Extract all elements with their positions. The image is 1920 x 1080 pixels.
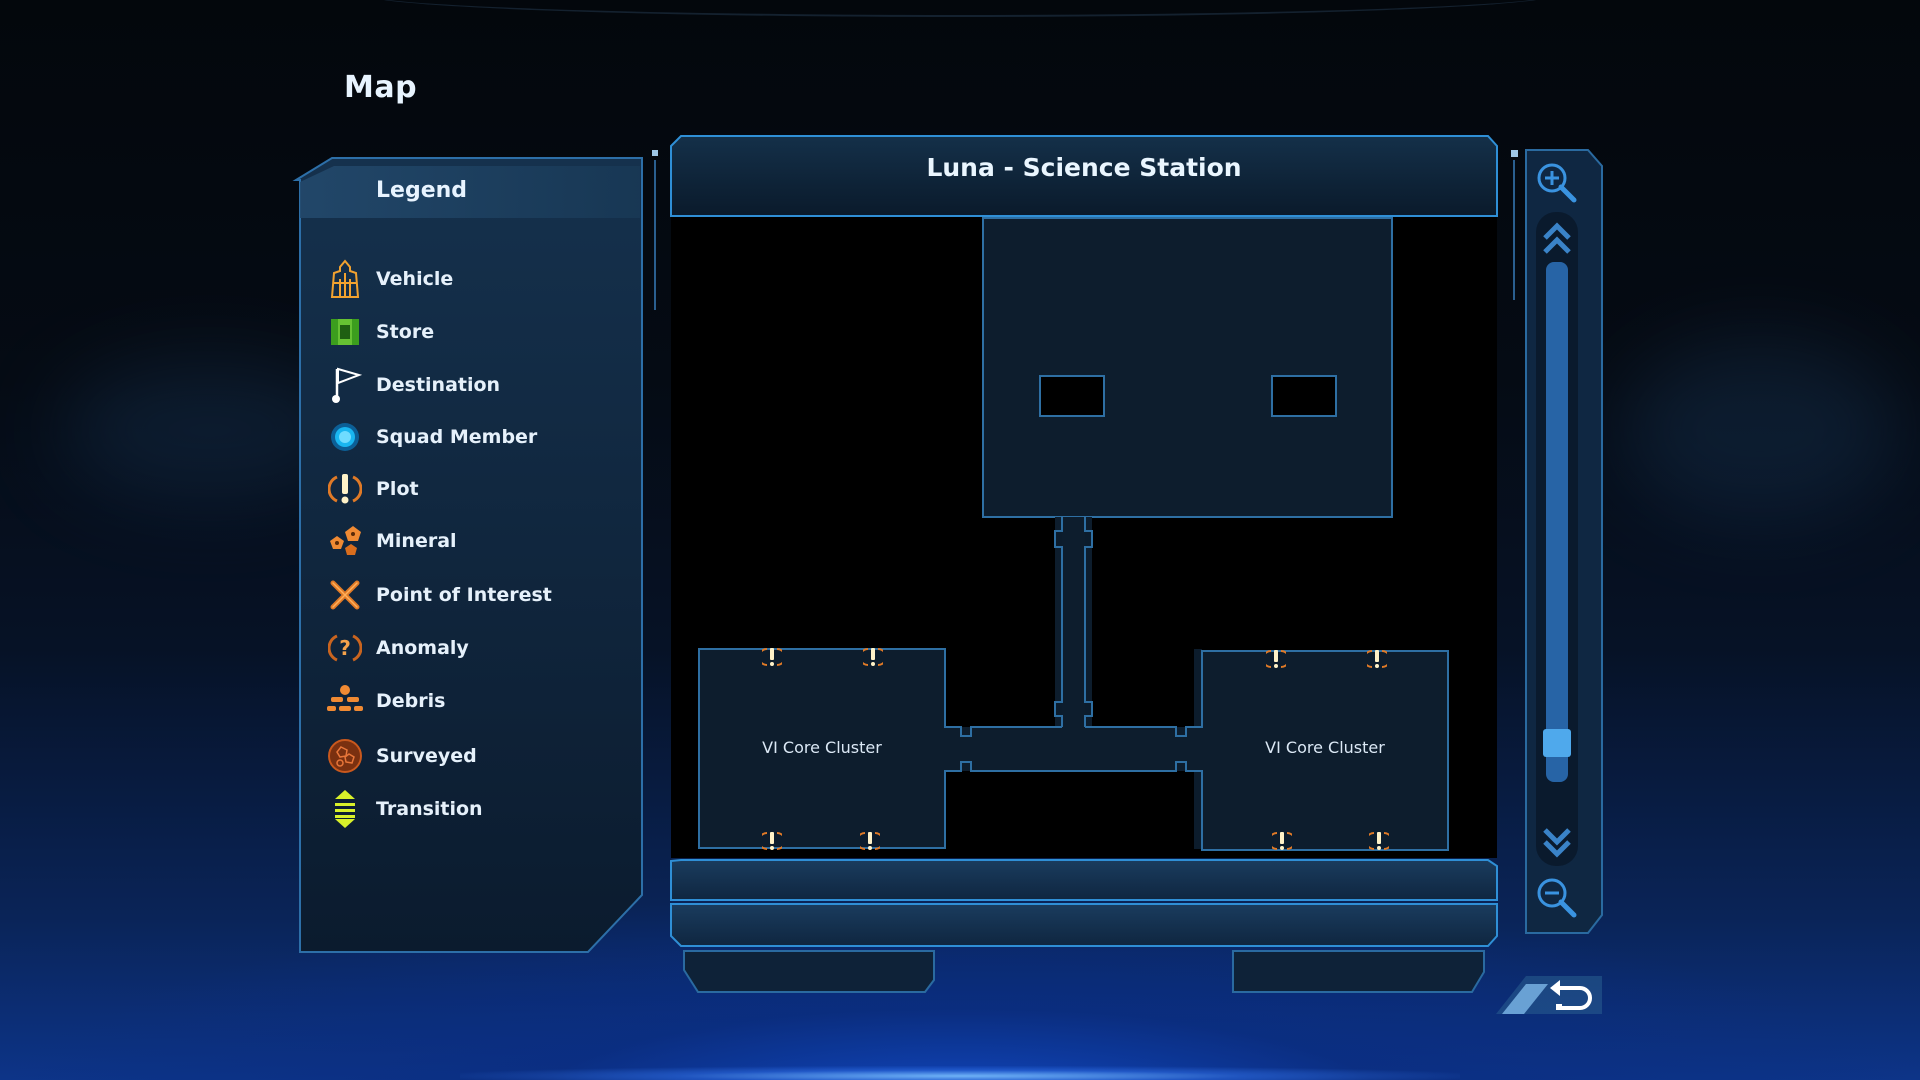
legend-header: Legend: [376, 178, 468, 203]
legend-label: Mineral: [376, 530, 457, 552]
destination-flag-icon: [325, 365, 365, 405]
back-arrow-icon: [1496, 976, 1602, 1014]
legend-label: Destination: [376, 374, 501, 396]
legend-label: Transition: [376, 798, 483, 820]
legend-item-anomaly: ? Anomaly: [320, 628, 620, 668]
legend-label: Plot: [376, 478, 419, 500]
plot-marker-icon: [762, 648, 782, 666]
plot-marker-icon: [1369, 832, 1389, 850]
legend-item-surveyed: Surveyed: [320, 736, 620, 776]
background-glow-left: [60, 360, 360, 500]
vehicle-icon: [325, 259, 365, 299]
room-label-right: VI Core Cluster: [1265, 738, 1385, 757]
plot-marker-icon: [1367, 650, 1387, 668]
anomaly-icon: ?: [325, 628, 365, 668]
plot-marker-icon: [1266, 650, 1286, 668]
chevron-down-icon: [1543, 828, 1571, 858]
background-glow-right: [1620, 340, 1900, 520]
debris-icon: [325, 681, 365, 721]
chevron-up-icon: [1543, 222, 1571, 254]
bottom-glow: [460, 1066, 1460, 1080]
legend-item-vehicle: Vehicle: [320, 259, 620, 299]
legend-item-destination: Destination: [320, 365, 620, 405]
legend-label: Store: [376, 321, 435, 343]
store-icon: [325, 312, 365, 352]
transition-icon: [325, 789, 365, 829]
legend-label: Vehicle: [376, 268, 454, 290]
squad-member-icon: [325, 417, 365, 457]
plot-marker-icon: [860, 832, 880, 850]
legend-label: Debris: [376, 690, 446, 712]
svg-text:?: ?: [339, 636, 351, 660]
zoom-in-icon: [1537, 163, 1577, 203]
mineral-icon: [325, 521, 365, 561]
plot-marker-icon: [762, 832, 782, 850]
legend-item-plot: Plot: [320, 469, 620, 509]
back-button[interactable]: [1496, 974, 1602, 1016]
map-title: Luna - Science Station: [926, 153, 1242, 182]
legend-label: Squad Member: [376, 426, 538, 448]
page-title: Map: [344, 70, 418, 105]
legend-label: Point of Interest: [376, 584, 552, 606]
zoom-out-icon: [1537, 878, 1577, 918]
point-of-interest-icon: [325, 575, 365, 615]
legend-label: Anomaly: [376, 637, 469, 659]
surveyed-icon: [325, 736, 365, 776]
plot-marker-icon: [863, 648, 883, 666]
legend-label: Surveyed: [376, 745, 477, 767]
zoom-down-chevrons[interactable]: [1535, 814, 1579, 858]
plot-marker-icon: [1272, 832, 1292, 850]
legend-item-store: Store: [320, 312, 620, 352]
background-arc: [360, 0, 1560, 17]
legend-item-squad-member: Squad Member: [320, 417, 620, 457]
zoom-in-button[interactable]: [1534, 160, 1578, 204]
plot-icon: [325, 469, 365, 509]
zoom-slider-thumb[interactable]: [1543, 729, 1571, 758]
legend-item-transition: Transition: [320, 789, 620, 829]
legend-item-point-of-interest: Point of Interest: [320, 575, 620, 615]
legend-item-debris: Debris: [320, 681, 620, 721]
room-label-left: VI Core Cluster: [762, 738, 882, 757]
legend-item-mineral: Mineral: [320, 521, 620, 561]
zoom-out-button[interactable]: [1534, 875, 1578, 919]
zoom-up-chevrons[interactable]: [1535, 218, 1579, 262]
